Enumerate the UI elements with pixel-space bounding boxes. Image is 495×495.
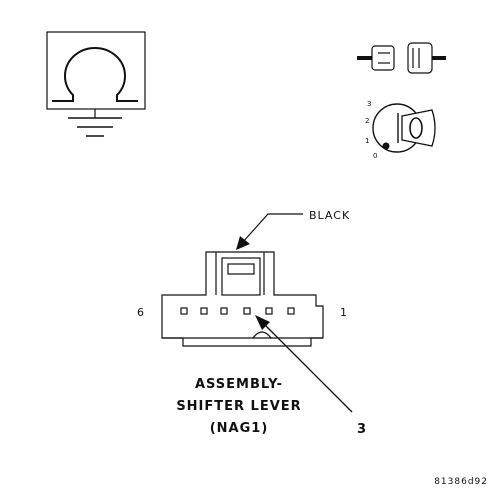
assembly-name-line-3: (NAG1) [210,421,269,436]
disconnected-connector-icon [357,42,446,74]
assembly-name-line-2: SHIFTER LEVER [176,399,301,414]
latch-tab [227,263,255,275]
ign-pos-2: 2 [365,117,369,125]
cavity-3 [243,307,251,315]
connector-outline [161,251,324,347]
cavity-4 [220,307,228,315]
cavity-5 [200,307,208,315]
pin-number-right: 1 [340,306,348,319]
assembly-name-line-1: ASSEMBLY- [195,377,283,392]
cavity-2 [265,307,273,315]
omega-icon [52,47,138,102]
pin-number-left: 6 [137,306,145,319]
cavity-1 [287,307,295,315]
black-leader [236,213,303,250]
cavity-6 [180,307,188,315]
ign-pos-0: 0 [373,152,377,160]
meter-box [46,31,146,110]
figure-id: 81386d92 [434,477,488,487]
connector-latch [221,257,261,296]
callout-number: 3 [357,422,367,437]
wire-color-label: BLACK [309,209,350,222]
ign-pos-1: 1 [365,137,369,145]
connector-body [161,251,324,347]
ignition-key-icon: 3 2 1 0 [365,100,436,160]
ground-symbol [46,31,146,137]
callout-leader [255,315,353,413]
ign-pos-3: 3 [367,100,371,108]
